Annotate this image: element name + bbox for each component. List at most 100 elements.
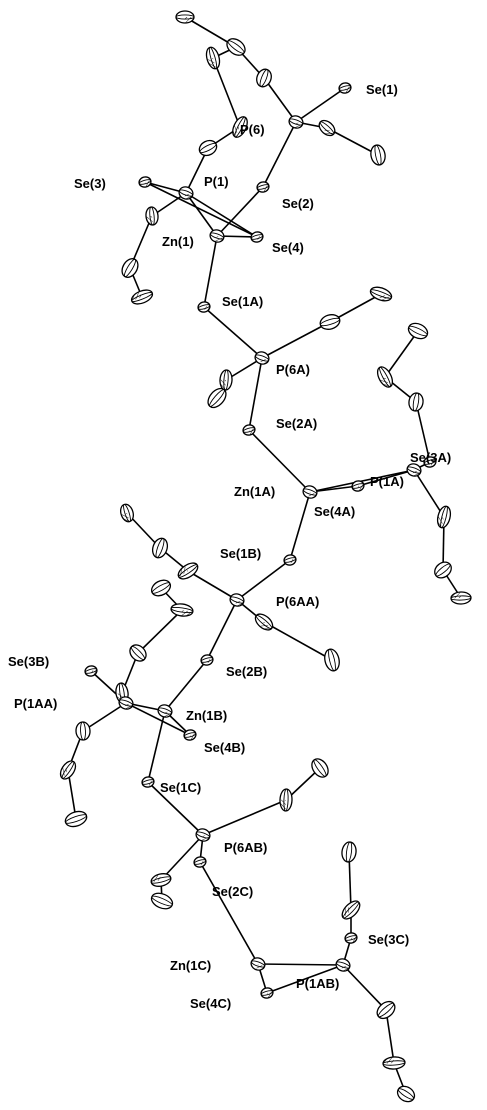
atom-p6aa [229, 593, 245, 607]
bond-c5-c6 [326, 127, 379, 156]
atom-p6 [288, 115, 304, 129]
atom-c28 [170, 603, 194, 617]
label-p6aa: P(6AA) [276, 594, 319, 609]
atom-c31 [75, 721, 91, 741]
label-p1ab: P(1AB) [296, 976, 339, 991]
label-se2c: Se(2C) [212, 884, 253, 899]
bond-se2a-zn1a [248, 429, 311, 493]
label-zn1: Zn(1) [162, 234, 194, 249]
bond-c28-c29 [137, 609, 183, 654]
atom-c33 [64, 810, 88, 828]
label-se4a: Se(4A) [314, 504, 355, 519]
bond-c32-c33 [67, 769, 77, 820]
bond-p6a-c12 [261, 321, 331, 359]
atom-se2a [242, 424, 256, 436]
bond-zn1a-se4a [309, 485, 359, 493]
atom-zn1c [250, 957, 266, 971]
bond-p1-se4 [185, 192, 258, 238]
label-se2b: Se(2B) [226, 664, 267, 679]
label-p1a: P(1A) [370, 474, 404, 489]
bond-se2c-zn1c [199, 861, 259, 965]
atom-se1b [283, 554, 297, 566]
atom-se3 [138, 176, 152, 188]
atom-p6ab [195, 828, 211, 842]
atom-c37 [150, 892, 174, 910]
label-se2a: Se(2A) [276, 416, 317, 431]
atom-c15 [207, 387, 227, 409]
atom-c19 [436, 505, 452, 529]
atom-c6 [370, 144, 386, 166]
bond-zn1b-se1c [147, 710, 166, 783]
label-zn1c: Zn(1C) [170, 958, 211, 973]
label-zn1b: Zn(1B) [186, 708, 227, 723]
atom-c36 [150, 873, 172, 887]
atom-c22 [120, 503, 134, 523]
bond-zn1c-p1ab [257, 963, 344, 966]
atom-se1 [338, 82, 352, 94]
atom-se2c [193, 856, 207, 868]
atom-se3b [84, 665, 98, 677]
bond-c24-p6aa [187, 570, 238, 601]
atom-p1a [406, 463, 422, 477]
atom-c4 [256, 68, 272, 88]
atom-se4c [260, 987, 274, 999]
atom-c2 [226, 38, 246, 56]
atom-se4a [351, 480, 365, 492]
atom-p1aa [118, 696, 134, 710]
bond-zn1-se1a [203, 235, 218, 308]
atom-c23 [151, 537, 169, 559]
atom-se2 [256, 181, 270, 193]
atom-se3c [344, 932, 358, 944]
atom-c27 [150, 579, 172, 597]
atom-c25 [254, 613, 274, 631]
bond-p1a-c19 [413, 469, 445, 518]
atom-c17 [376, 366, 394, 388]
label-se1b: Se(1B) [220, 546, 261, 561]
label-se3c: Se(3C) [368, 932, 409, 947]
bond-se4a-p1a [357, 469, 415, 487]
bond-c18-se3a [415, 401, 431, 463]
label-se1: Se(1) [366, 82, 398, 97]
bond-p1aa-se4b [125, 702, 191, 736]
bond-c40-c41 [385, 1009, 395, 1064]
atom-c29 [129, 644, 147, 662]
atom-c38 [341, 841, 357, 863]
atom-c18 [408, 392, 424, 412]
atom-c7 [232, 116, 248, 138]
label-se1a: Se(1A) [222, 294, 263, 309]
label-p1aa: P(1AA) [14, 696, 57, 711]
label-p6a: P(6A) [276, 362, 310, 377]
bond-p6-se2 [262, 121, 297, 188]
atom-c1 [175, 10, 195, 24]
atom-c41 [382, 1056, 406, 1070]
atom-c42 [396, 1085, 416, 1103]
bond-c4-p6 [263, 77, 297, 123]
atom-zn1b [157, 704, 173, 718]
atom-c24 [177, 562, 199, 580]
bond-p1a-zn1a [309, 469, 415, 493]
atom-se4 [250, 231, 264, 243]
label-se1c: Se(1C) [160, 780, 201, 795]
atom-c5 [318, 119, 336, 137]
atom-c20 [434, 561, 452, 579]
atom-c11 [130, 289, 154, 305]
bond-p6aa-se2b [206, 599, 238, 661]
label-p1: P(1) [204, 174, 229, 189]
atom-se1a [197, 301, 211, 313]
label-se4b: Se(4B) [204, 740, 245, 755]
label-se3a: Se(3A) [410, 450, 451, 465]
label-p6: P(6) [240, 122, 265, 137]
bond-se2b-zn1b [164, 659, 208, 712]
atom-p1 [178, 186, 194, 200]
atom-c10 [121, 258, 139, 278]
atom-c40 [376, 1000, 396, 1020]
atom-p1ab [335, 958, 351, 972]
atom-se2b [200, 654, 214, 666]
atom-p6a [254, 351, 270, 365]
bond-se1c-p6ab [147, 781, 204, 836]
label-se4: Se(4) [272, 240, 304, 255]
atom-c35 [279, 788, 293, 812]
bond-p6ab-c35 [202, 799, 287, 836]
